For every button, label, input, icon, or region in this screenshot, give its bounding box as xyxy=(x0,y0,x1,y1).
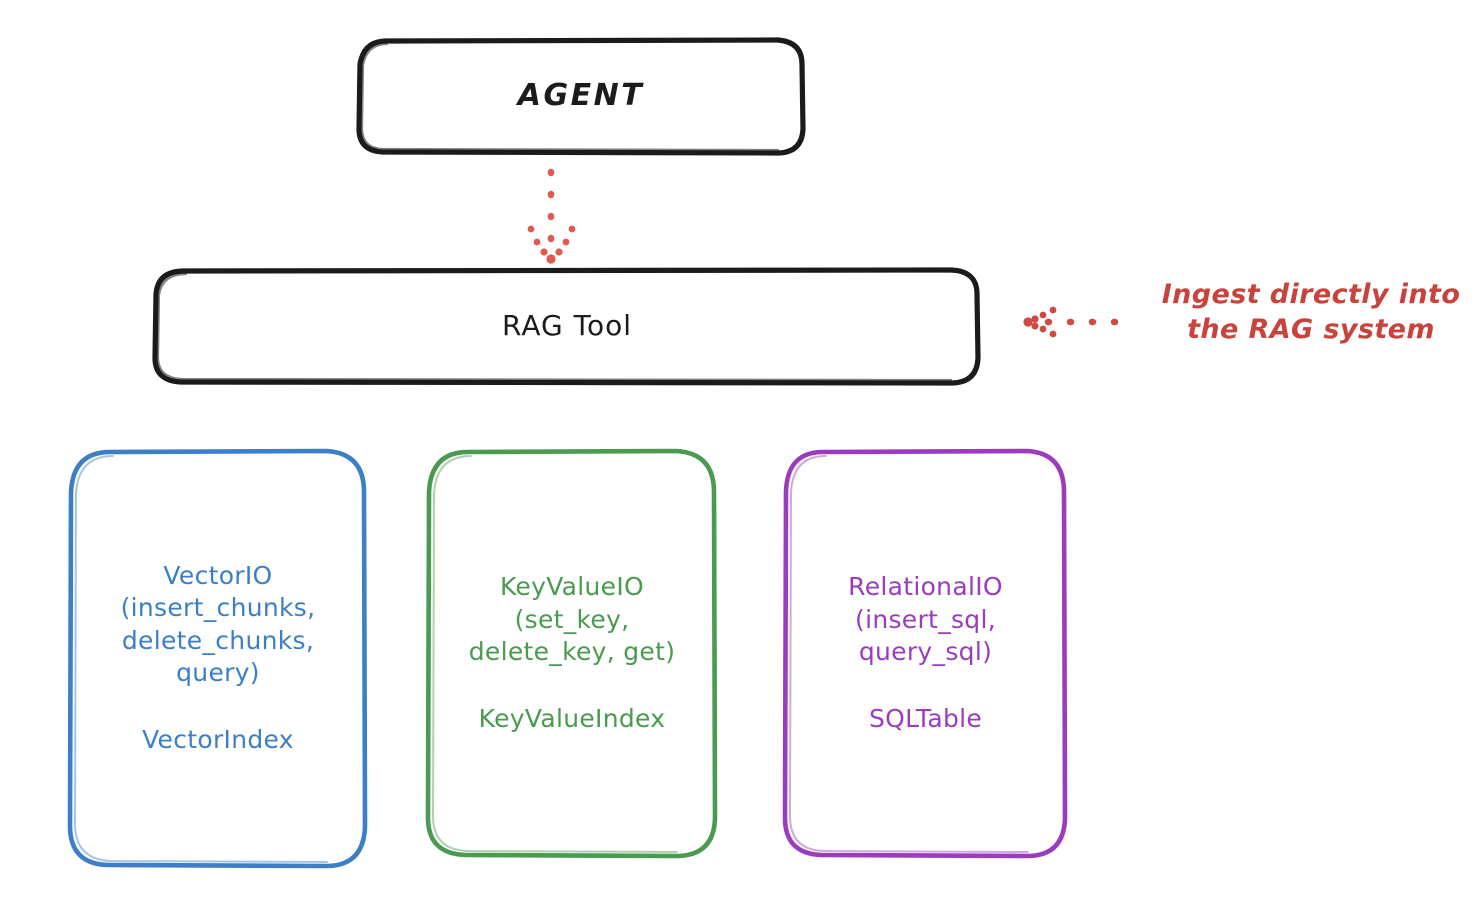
key-value-io-index-text: KeyValueIndex xyxy=(478,703,666,733)
relational-io-node-content: RelationalIO (insert_sql, query_sql) SQL… xyxy=(785,450,1066,856)
ingest-annotation-text: Ingest directly into the RAG system xyxy=(1161,279,1461,345)
vector-io-index-text: VectorIndex xyxy=(142,724,294,754)
agent-to-rag-arrow-shape xyxy=(527,168,576,264)
key-value-io-node-content: KeyValueIO (set_key, delete_key, get) Ke… xyxy=(428,450,716,856)
key-value-io-api-text: KeyValueIO (set_key, delete_key, get) xyxy=(468,572,676,666)
agent-node-label: AGENT xyxy=(517,78,645,114)
rag-tool-node-label: RAG Tool xyxy=(502,309,632,343)
relational-io-api-text: RelationalIO (insert_sql, query_sql) xyxy=(848,572,1003,666)
vector-io-api-text: VectorIO (insert_chunks, delete_chunks, … xyxy=(120,560,316,688)
ingest-note-arrow-shape xyxy=(1023,306,1136,338)
vector-io-node-content: VectorIO (insert_chunks, delete_chunks, … xyxy=(70,450,366,866)
relational-io-index-text: SQLTable xyxy=(868,703,983,733)
